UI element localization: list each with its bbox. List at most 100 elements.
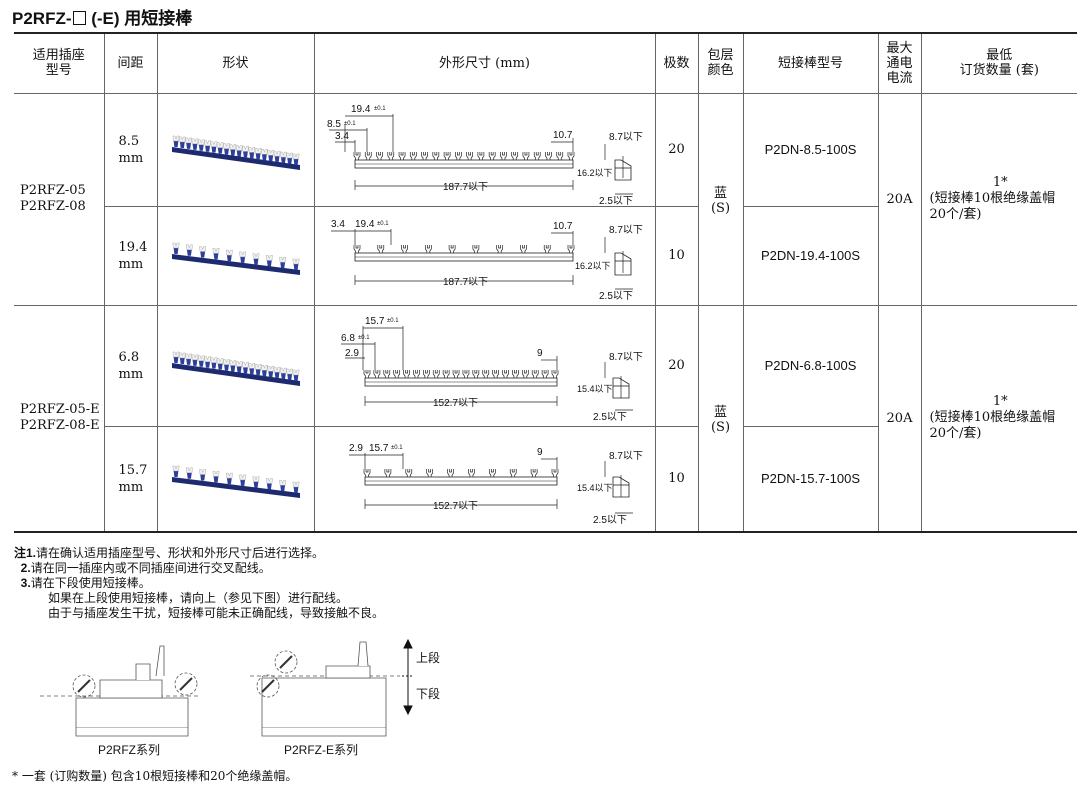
dim-pitch-b: 6.8 xyxy=(341,333,355,344)
header-poles: 极数 xyxy=(654,32,699,94)
notes-section: 注1.请在确认适用插座型号、形状和外形尺寸后进行选择。 2.请在同一插座内或不同… xyxy=(14,546,384,621)
dim-length: 187.7以下 xyxy=(443,182,488,193)
moq-cell: 1*(短接棒10根绝缘盖帽20个/套) xyxy=(920,304,1077,532)
jumper-bar-image xyxy=(171,351,300,386)
current-cell: 20A xyxy=(877,92,922,306)
dimension-lines xyxy=(328,113,633,194)
dimension-drawing: 3.4 19.4 ±0.1 10.7 187.7以下 8.7以下 16.2以下 … xyxy=(330,219,642,302)
placeholder-box-icon xyxy=(72,11,86,25)
note-item: 3.请在下段使用短接棒。 xyxy=(14,576,151,590)
poles-cell: 10 xyxy=(654,425,699,532)
dim-edge: 3.4 xyxy=(335,131,349,142)
p2rfz-e-socket-figure xyxy=(250,641,400,737)
shape-cell xyxy=(156,205,315,306)
part-number-cell: P2DN-15.7-100S xyxy=(742,425,878,532)
part-number-cell: P2DN-6.8-100S xyxy=(742,304,879,427)
magnifier-circle-icon xyxy=(256,674,280,698)
side-view xyxy=(612,476,629,497)
dim-right: 10.7 xyxy=(553,130,573,141)
jumper-bar-image xyxy=(171,135,300,170)
dim-tol-a: ±0.1 xyxy=(377,221,389,227)
dim-h2: 15.4以下 xyxy=(577,483,613,493)
dimension-lines xyxy=(340,325,633,410)
dim-w: 2.5以下 xyxy=(599,291,633,302)
dim-pitch-a: 15.7 xyxy=(365,316,385,327)
dimension-drawing: 15.7 ±0.1 6.8 ±0.1 2.9 9 152.7以下 8.7以下 1… xyxy=(340,316,643,423)
part-number-cell: P2DN-19.4-100S xyxy=(742,205,878,306)
color-cell: 蓝(S) xyxy=(697,92,744,306)
p2rfz-figure-label: P2RFZ系列 xyxy=(98,743,160,757)
dim-w: 2.5以下 xyxy=(599,196,633,206)
jumper-side-profile xyxy=(353,244,574,261)
dim-right: 9 xyxy=(537,447,543,458)
dim-h2: 15.4以下 xyxy=(577,384,613,394)
header-pitch: 间距 xyxy=(103,32,158,94)
dim-tol-b: ±0.1 xyxy=(344,121,356,127)
header-color: 包层颜色 xyxy=(697,32,744,94)
dim-pitch-a: 15.7 xyxy=(369,443,389,454)
upper-level-label: 上段 xyxy=(416,650,440,665)
dim-pitch-a: 19.4 xyxy=(355,219,375,230)
dim-tol-a: ±0.1 xyxy=(391,445,403,451)
shape-cell xyxy=(156,304,315,427)
dim-edge: 3.4 xyxy=(331,219,345,230)
header-part-number: 短接棒型号 xyxy=(742,32,879,94)
poles-cell: 20 xyxy=(654,304,699,427)
dim-right: 10.7 xyxy=(553,221,573,232)
dim-pitch-a: 19.4 xyxy=(351,104,371,115)
dim-h2: 16.2以下 xyxy=(577,168,613,178)
dim-w: 2.5以下 xyxy=(593,412,627,423)
poles-cell: 10 xyxy=(654,205,699,306)
dim-right: 9 xyxy=(537,348,543,359)
dim-pitch-b: 8.5 xyxy=(327,119,341,130)
dim-edge: 2.9 xyxy=(345,348,359,359)
dimension-drawing: 19.4 ±0.1 8.5 ±0.1 3.4 10.7 187.7以下 8.7以… xyxy=(327,104,643,206)
lower-level-label: 下段 xyxy=(416,686,440,701)
dim-tol-a: ±0.1 xyxy=(374,106,386,112)
magnifier-circle-icon xyxy=(72,674,96,698)
jumper-bar-image xyxy=(171,465,300,498)
dim-h1: 8.7以下 xyxy=(609,451,643,462)
wiring-figures: 上段 下段 P2RFZ系列 P2RFZ-E系列 xyxy=(40,638,440,757)
note-detail: 由于与插座发生干扰，短接棒可能未正确配线，导致接触不良。 xyxy=(48,606,385,620)
note-item: 注1.请在确认适用插座型号、形状和外形尺寸后进行选择。 xyxy=(14,546,325,560)
dimension-cell: 2.9 15.7 ±0.1 9 152.7以下 8.7以下 15.4以下 2.5… xyxy=(313,425,656,532)
p2rfz-e-figure-label: P2RFZ-E系列 xyxy=(284,743,358,757)
dim-tol-b: ±0.1 xyxy=(358,335,370,341)
magnifier-circle-icon xyxy=(174,672,198,696)
dim-h1: 8.7以下 xyxy=(609,352,643,363)
table-header-row: 适用插座型号 间距 形状 外形尺寸 (mm) 极数 包层颜色 短接棒型号 最大通… xyxy=(14,32,1077,94)
level-arrows xyxy=(402,638,413,716)
dimension-lines xyxy=(348,452,633,513)
dimension-cell: 19.4 ±0.1 8.5 ±0.1 3.4 10.7 187.7以下 8.7以… xyxy=(313,92,656,207)
note-detail: 如果在上段使用短接棒，请向上（参见下图）进行配线。 xyxy=(48,591,349,605)
dim-w: 2.5以下 xyxy=(593,515,627,526)
header-moq: 最低订货数量 (套) xyxy=(920,32,1077,94)
dim-h1: 8.7以下 xyxy=(609,132,643,143)
page-title: P2RFZ- (-E) 用短接棒 xyxy=(12,9,193,28)
jumper-spec-table: 适用插座型号 间距 形状 外形尺寸 (mm) 极数 包层颜色 短接棒型号 最大通… xyxy=(14,32,1077,533)
header-shape: 形状 xyxy=(156,32,315,94)
side-view xyxy=(614,252,631,275)
dim-tol-a: ±0.1 xyxy=(387,318,399,324)
magnifier-circle-icon xyxy=(274,650,298,674)
dim-h2: 16.2以下 xyxy=(575,261,611,271)
jumper-side-profile xyxy=(363,369,558,386)
dim-length: 152.7以下 xyxy=(433,398,478,409)
current-cell: 20A xyxy=(877,304,922,532)
dimension-cell: 3.4 19.4 ±0.1 10.7 187.7以下 8.7以下 16.2以下 … xyxy=(313,205,656,306)
header-current: 最大通电电流 xyxy=(877,32,922,94)
dim-edge: 2.9 xyxy=(349,443,363,454)
side-view xyxy=(614,159,631,180)
dim-length: 152.7以下 xyxy=(433,501,478,512)
